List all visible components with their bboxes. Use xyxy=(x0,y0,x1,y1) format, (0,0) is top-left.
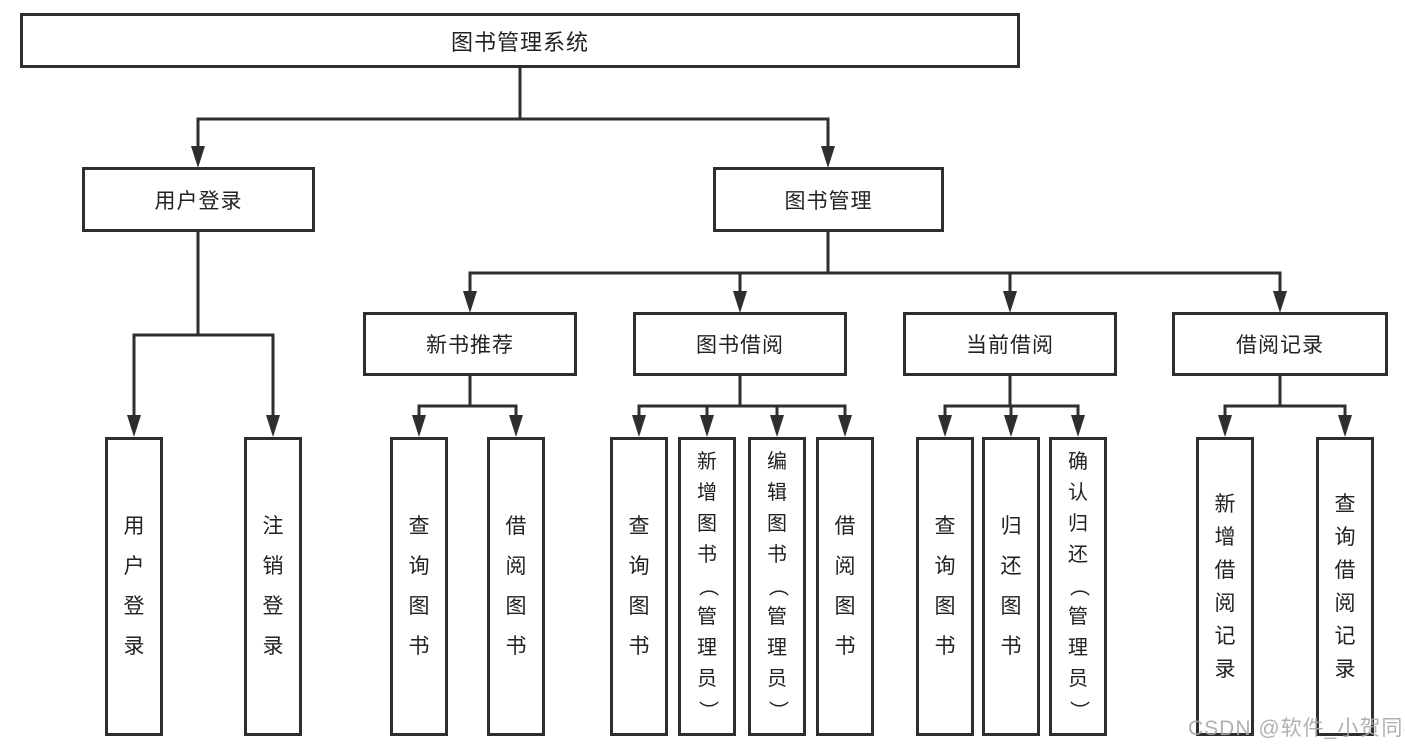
node-current-borrow: 当前借阅 xyxy=(903,312,1117,376)
leaf-logout-label: 注销登录 xyxy=(262,514,284,658)
leaf-user-login-label: 用户登录 xyxy=(123,514,145,658)
leaf-user-login: 用户登录 xyxy=(105,437,163,736)
leaf-query-books-1-label: 查询图书 xyxy=(408,514,430,658)
leaf-query-books-1: 查询图书 xyxy=(390,437,448,736)
node-borrow-records-label: 借阅记录 xyxy=(1236,334,1324,357)
connector-user-login xyxy=(127,230,280,437)
node-new-book-recommend: 新书推荐 xyxy=(363,312,577,376)
node-root: 图书管理系统 xyxy=(20,13,1020,68)
node-book-borrow-label: 图书借阅 xyxy=(696,334,784,357)
node-book-management: 图书管理 xyxy=(713,167,944,232)
leaf-query-books-3-label: 查询图书 xyxy=(934,514,956,658)
leaf-add-borrow-record-label: 新增借阅记录 xyxy=(1214,492,1236,681)
leaf-borrow-books-2-label: 借阅图书 xyxy=(834,514,856,658)
node-new-book-recommend-label: 新书推荐 xyxy=(426,334,514,357)
leaf-borrow-books-1: 借阅图书 xyxy=(487,437,545,736)
node-root-label: 图书管理系统 xyxy=(450,29,589,55)
connector-book-borrow xyxy=(632,374,852,437)
watermark: CSDN @软件_小贺同学 xyxy=(1188,717,1405,740)
leaf-query-books-3: 查询图书 xyxy=(916,437,974,736)
connector-new-book-recommend xyxy=(412,374,523,437)
leaf-add-book-admin-label: 新增图书（管理员） xyxy=(696,451,719,721)
node-borrow-records: 借阅记录 xyxy=(1172,312,1388,376)
leaf-return-books: 归还图书 xyxy=(982,437,1040,736)
leaf-query-books-2-label: 查询图书 xyxy=(628,514,650,658)
node-book-borrow: 图书借阅 xyxy=(633,312,847,376)
connector-book-management xyxy=(463,230,1287,313)
leaf-add-book-admin: 新增图书（管理员） xyxy=(678,437,736,736)
leaf-edit-book-admin-label: 编辑图书（管理员） xyxy=(766,451,789,721)
leaf-query-books-2: 查询图书 xyxy=(610,437,668,736)
leaf-add-borrow-record: 新增借阅记录 xyxy=(1196,437,1254,736)
leaf-logout: 注销登录 xyxy=(244,437,302,736)
leaf-return-books-label: 归还图书 xyxy=(1000,514,1022,658)
leaf-query-borrow-record-label: 查询借阅记录 xyxy=(1334,492,1356,681)
leaf-query-borrow-record: 查询借阅记录 xyxy=(1316,437,1374,736)
connector-borrow-records xyxy=(1218,374,1352,437)
connector-root xyxy=(191,64,835,168)
leaf-borrow-books-2: 借阅图书 xyxy=(816,437,874,736)
leaf-borrow-books-1-label: 借阅图书 xyxy=(505,514,527,658)
leaf-confirm-return-admin: 确认归还（管理员） xyxy=(1049,437,1107,736)
node-user-login-label: 用户登录 xyxy=(154,189,243,213)
node-current-borrow-label: 当前借阅 xyxy=(966,334,1054,357)
node-book-management-label: 图书管理 xyxy=(784,189,873,213)
connector-current-borrow xyxy=(938,374,1085,437)
leaf-edit-book-admin: 编辑图书（管理员） xyxy=(748,437,806,736)
leaf-confirm-return-admin-label: 确认归还（管理员） xyxy=(1067,451,1090,721)
node-user-login: 用户登录 xyxy=(82,167,315,232)
